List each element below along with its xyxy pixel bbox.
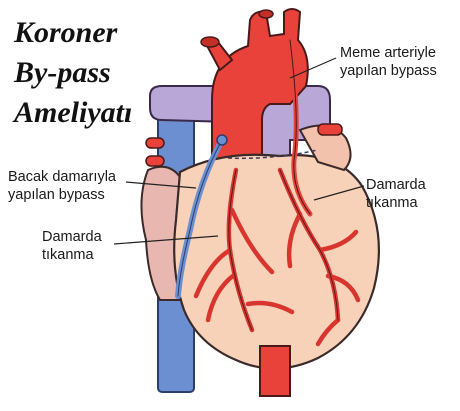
label-line: yapılan bypass bbox=[340, 63, 437, 79]
label-leg-vein-bypass: Bacak damarıyla yapılan bypass bbox=[8, 168, 116, 204]
label-line: Damarda bbox=[42, 229, 102, 245]
title-line-2: By-pass bbox=[14, 56, 111, 89]
inferior-vessel bbox=[259, 345, 291, 397]
right-atrium bbox=[140, 165, 183, 301]
heart-body bbox=[145, 123, 380, 370]
label-blockage-right: Damarda tıkanma bbox=[366, 176, 426, 212]
label-line: Meme arteriyle bbox=[340, 45, 436, 61]
label-blockage-left: Damarda tıkanma bbox=[42, 228, 102, 264]
label-line: Bacak damarıyla bbox=[8, 169, 116, 185]
label-mammary-bypass: Meme arteriyle yapılan bypass bbox=[340, 44, 437, 80]
coronary-artery-outline bbox=[228, 169, 339, 331]
title-line-3: Ameliyatı bbox=[14, 96, 133, 129]
label-line: tıkanma bbox=[366, 195, 418, 211]
label-line: tıkanma bbox=[42, 247, 94, 263]
label-line: Damarda bbox=[366, 177, 426, 193]
aorta bbox=[200, 8, 309, 164]
label-line: yapılan bypass bbox=[8, 187, 105, 203]
title-line-1: Koroner bbox=[14, 16, 118, 49]
callout-lines bbox=[113, 57, 365, 245]
graft-anastomosis bbox=[216, 134, 228, 146]
